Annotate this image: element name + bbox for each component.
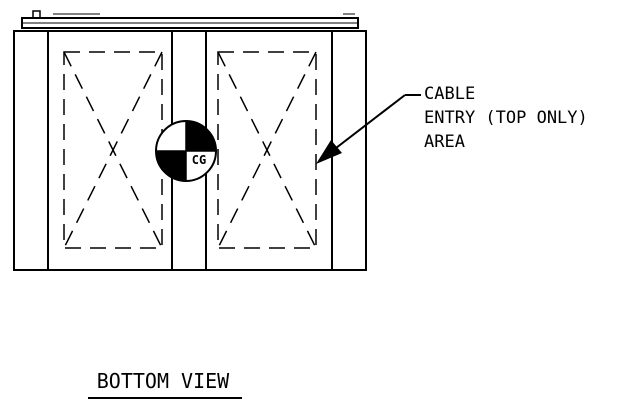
cable-entry-area-left (63, 51, 163, 249)
view-title: BOTTOM VIEW (97, 369, 230, 393)
leader-arrowhead (316, 140, 342, 164)
top-lip (21, 10, 359, 29)
callout-line-3: AREA (424, 132, 465, 152)
callout-line-1: CABLE (424, 84, 475, 104)
enclosure-outline (13, 30, 367, 271)
cg-label: CG (192, 153, 206, 167)
center-of-gravity-symbol: CG (155, 120, 217, 182)
callout-line-2: ENTRY (TOP ONLY) (424, 108, 588, 128)
cable-entry-area-right (217, 51, 317, 249)
